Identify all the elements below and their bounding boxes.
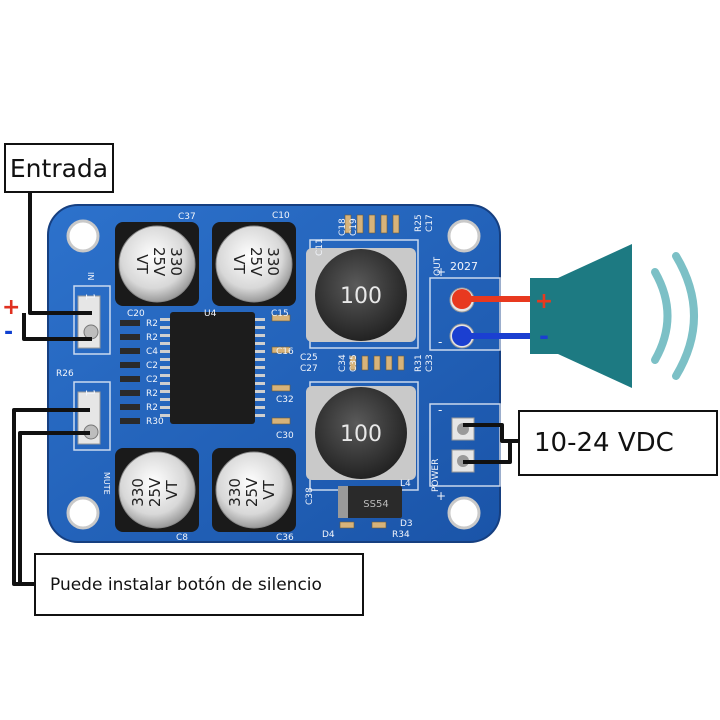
silk-c27: C27 [300,364,318,374]
speaker-minus: - [539,322,549,350]
silk-pwr-minus: - [438,403,442,417]
capacitor-bottom-left: 330 25V VT [115,448,199,532]
silk-c32: C32 [276,395,294,405]
silk-in: IN [86,272,95,280]
silk-c8: C8 [176,533,188,543]
silk-left-col-3: C2 [146,361,158,371]
silk-c19: C19 [349,218,359,236]
power-wires [463,423,518,464]
power-label: 10-24 VDC [534,428,674,458]
svg-text:SS54: SS54 [363,499,388,510]
silk-d3: D3 [400,519,413,529]
silk-l4: L4 [400,479,411,489]
silk-c33: C33 [425,354,435,372]
mute-terminal [77,391,101,445]
input-terminal [77,295,101,349]
diode-d3: SS54 [338,486,402,518]
svg-text:330 25V VT: 330 25V VT [129,473,181,507]
capacitor-bottom-right: 330 25V VT [212,448,296,532]
mount-hole-bottom-left [66,496,100,530]
silk-c11: C11 [315,238,325,256]
input-label-box: Entrada [4,143,114,193]
silk-r25: R25 [414,214,424,232]
mount-hole-top-right [447,219,481,253]
silk-left-col-2: C4 [146,347,158,357]
input-plus-sign: + [2,295,21,320]
silk-out: OUT [433,256,443,276]
silk-c20: C20 [127,309,145,319]
silk-power: POWER [431,459,441,492]
silk-left-col-5: R2 [146,389,158,399]
silk-mute-num: 1 [83,389,97,397]
pcb-board: 330 25V VT 330 25V VT 330 25V VT [47,204,501,543]
output-wires [452,289,533,346]
inductor-top: 100 [306,248,416,342]
mute-label-box: Puede instalar botón de silencio [34,553,364,616]
mute-label: Puede instalar botón de silencio [50,574,322,595]
power-label-box: 10-24 VDC [518,410,718,476]
input-wires [22,193,92,341]
mute-wires [12,408,90,586]
capacitor-top-left: 330 25V VT [115,222,199,306]
svg-text:100: 100 [340,284,382,309]
silk-u4: U4 [204,309,217,319]
silk-left-col-1: R2 [146,333,158,343]
silk-c16: C16 [276,347,294,357]
svg-text:330 25V VT: 330 25V VT [230,247,282,281]
speaker-plus: + [535,289,553,314]
silk-r26: R26 [56,369,74,379]
silk-c18: C18 [338,218,348,236]
silk-mute: MUTE [102,472,111,495]
silk-left-col-7: R30 [146,417,164,427]
mount-hole-top-left [66,219,100,253]
ic-u4 [160,312,265,424]
silk-r34: R34 [392,530,410,540]
silk-d4: D4 [322,530,335,540]
speaker-icon: + - [530,244,632,388]
mount-hole-bottom-right [447,496,481,530]
silk-out-minus: - [438,335,442,349]
svg-text:100: 100 [340,422,382,447]
svg-text:330 25V VT: 330 25V VT [226,473,278,507]
inductor-bottom: 100 [306,386,416,480]
resistor-column [120,320,140,424]
silk-c38: C38 [305,487,315,505]
silk-c17: C17 [425,214,435,232]
capacitor-top-right: 330 25V VT [212,222,296,306]
input-minus-sign: - [4,320,14,345]
silk-in-num: 1 [83,293,97,301]
silk-left-col-6: R2 [146,403,158,413]
silk-r31: R31 [414,354,424,372]
silk-left-col-4: C2 [146,375,158,385]
silk-left-col-0: R2 [146,319,158,329]
svg-text:330 25V VT: 330 25V VT [133,247,185,281]
silk-c37: C37 [178,212,196,222]
silk-pwr-plus: + [436,489,446,503]
silk-c35: C35 [349,354,359,372]
silk-c30: C30 [276,431,294,441]
silk-c36: C36 [276,533,294,543]
smd-components [271,214,405,529]
silk-c25: C25 [300,353,318,363]
silk-c15: C15 [271,309,289,319]
silk-out-plus: + [436,265,446,279]
input-label: Entrada [9,153,109,183]
sound-waves-icon [651,252,698,380]
silk-c10: C10 [272,211,290,221]
silk-year: 2027 [450,260,478,273]
silk-c34: C34 [338,354,348,372]
